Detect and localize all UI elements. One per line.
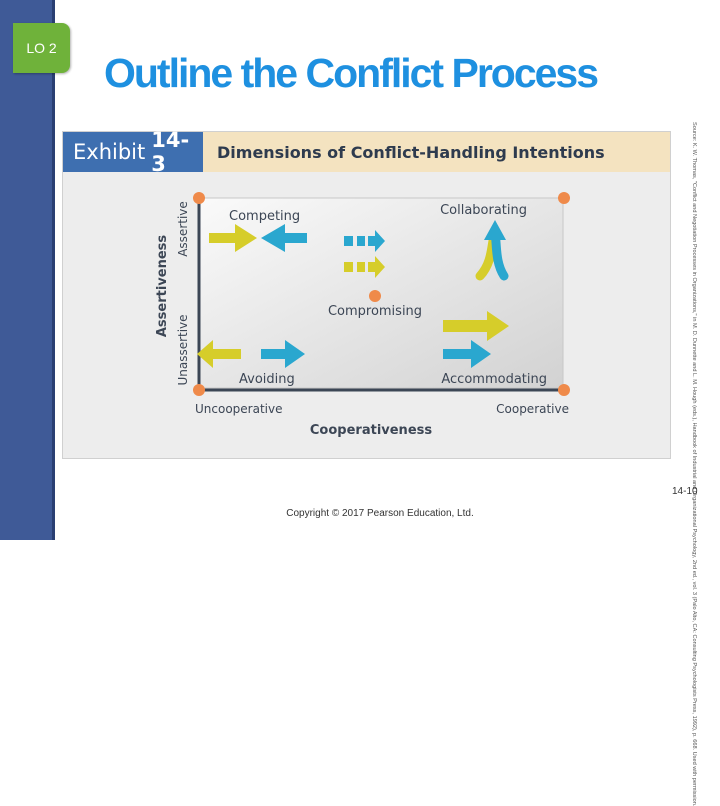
exhibit-tag-number: 14-3 xyxy=(151,128,190,176)
compromising-dash-icon xyxy=(344,262,353,272)
exhibit-tag: Exhibit 14-3 xyxy=(63,128,203,176)
corner-dot-bottom-left xyxy=(193,384,205,396)
style-label-accommodating: Accommodating xyxy=(441,372,547,387)
conflict-grid-diagram: Competing Collaborating Compromising Avo… xyxy=(155,192,570,438)
collaborating-arrowhead-icon xyxy=(484,220,506,240)
source-note-text: Source: K. W. Thomas, "Conflict and Nego… xyxy=(691,122,697,806)
accommodating-arrow-right-icon xyxy=(443,311,509,341)
exhibit-tag-word: Exhibit xyxy=(73,140,146,164)
compromising-dash-icon xyxy=(357,236,365,246)
style-label-compromising: Compromising xyxy=(328,304,422,319)
exhibit-figure: Exhibit 14-3 Dimensions of Conflict-Hand… xyxy=(62,128,671,459)
accommodating-arrow-right-icon xyxy=(443,340,491,368)
page-number: 14-10 xyxy=(672,486,698,497)
exhibit-source-note: Source: K. W. Thomas, "Conflict and Nego… xyxy=(685,122,699,806)
slide-title: Outline the Conflict Process xyxy=(104,50,599,96)
y-axis-low-label: Unassertive xyxy=(176,314,190,385)
learning-objective-badge: LO 2 xyxy=(13,23,70,73)
compromising-arrow-icon xyxy=(368,256,385,278)
x-axis-high-label: Cooperative xyxy=(496,402,569,416)
center-dot xyxy=(369,290,381,302)
style-label-collaborating: Collaborating xyxy=(440,203,527,218)
style-label-avoiding: Avoiding xyxy=(239,372,295,387)
compromising-dash-icon xyxy=(357,262,365,272)
competing-arrow-right-icon xyxy=(209,224,257,252)
avoiding-arrow-left-icon xyxy=(197,340,241,368)
copyright-notice: Copyright © 2017 Pearson Education, Ltd. xyxy=(286,508,474,519)
avoiding-arrow-right-icon xyxy=(261,340,305,368)
x-axis-title: Cooperativeness xyxy=(310,423,432,438)
corner-dot-bottom-right xyxy=(558,384,570,396)
y-axis-high-label: Assertive xyxy=(176,201,190,257)
compromising-dash-icon xyxy=(344,236,353,246)
y-axis-title: Assertiveness xyxy=(155,235,170,338)
grid-panel xyxy=(198,197,564,389)
corner-dot-top-left xyxy=(193,192,205,204)
x-axis-low-label: Uncooperative xyxy=(195,402,282,416)
left-accent-bar xyxy=(0,0,55,540)
exhibit-heading: Dimensions of Conflict-Handling Intentio… xyxy=(217,143,605,162)
corner-dot-top-right xyxy=(558,192,570,204)
style-label-competing: Competing xyxy=(229,209,300,224)
competing-arrow-left-icon xyxy=(261,224,307,252)
compromising-arrow-icon xyxy=(368,230,385,252)
